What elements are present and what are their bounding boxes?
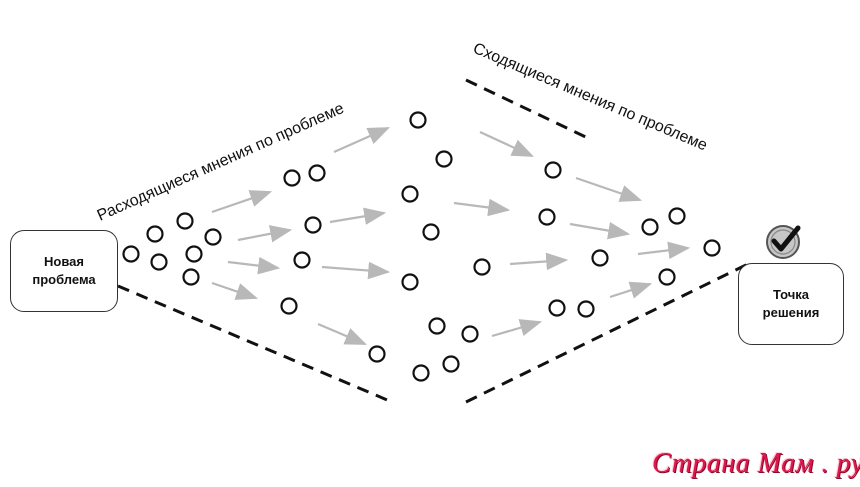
opinion-circle — [204, 228, 222, 246]
opinion-circle — [428, 317, 446, 335]
arrow — [211, 190, 273, 214]
opinion-circle — [150, 253, 168, 271]
opinion-circle — [409, 111, 427, 129]
opinion-circle — [185, 245, 203, 263]
opinion-circle — [422, 223, 440, 241]
site-watermark: Страна Мам . ру — [652, 448, 860, 479]
opinion-circle — [435, 150, 453, 168]
opinion-circle — [538, 208, 556, 226]
arrow — [609, 281, 653, 299]
arrow — [479, 131, 534, 157]
dashed-line-lower-left — [117, 284, 393, 404]
opinion-circle — [442, 355, 460, 373]
arrow — [333, 126, 391, 154]
dashed-boundary — [117, 78, 753, 404]
arrows — [211, 126, 691, 346]
new-problem-line2: проблема — [32, 272, 96, 287]
dashed-line-lower-right — [465, 260, 753, 404]
new-problem-line1: Новая — [44, 254, 84, 269]
arrow — [569, 221, 631, 240]
dashed-line-upper-right — [465, 78, 593, 142]
opinion-circle — [146, 225, 164, 243]
arrow — [329, 207, 387, 225]
opinion-circle — [182, 268, 200, 286]
convergent-label: Сходящиеся мнения по проблеме — [470, 40, 709, 154]
opinion-circle — [641, 218, 659, 236]
arrow — [211, 281, 259, 300]
opinion-circle — [122, 245, 140, 263]
arrow — [491, 319, 543, 338]
opinion-circles — [122, 111, 721, 382]
opinion-circle — [304, 216, 322, 234]
decision-point-line2: решения — [762, 305, 820, 320]
opinion-circle — [283, 169, 301, 187]
opinion-circle — [368, 345, 386, 363]
arrow — [453, 198, 511, 217]
opinion-circle — [473, 258, 491, 276]
arrow — [637, 241, 691, 260]
decision-point-box: Точка решения — [738, 263, 844, 345]
arrow — [321, 261, 391, 280]
opinion-circle — [577, 300, 595, 318]
arrow — [509, 252, 569, 271]
decision-point-line1: Точка — [772, 287, 810, 302]
opinion-circle — [176, 212, 194, 230]
opinion-circle — [544, 161, 562, 179]
divergent-label: Расходящиеся мнения по проблеме — [95, 100, 347, 225]
opinion-circle — [401, 273, 419, 291]
arrow — [227, 256, 281, 275]
opinion-circle — [280, 297, 298, 315]
opinion-circle — [401, 185, 419, 203]
opinion-circle — [668, 207, 686, 225]
opinion-circle — [591, 249, 609, 267]
opinion-circle — [461, 325, 479, 343]
new-problem-box: Новая проблема — [10, 230, 118, 312]
opinion-circle — [703, 239, 721, 257]
arrow — [575, 176, 643, 202]
opinion-circle — [293, 251, 311, 269]
arrow — [237, 225, 293, 243]
arrow — [317, 322, 368, 346]
opinion-circle — [412, 364, 430, 382]
opinion-circle — [308, 164, 326, 182]
check-mark-icon — [765, 222, 803, 260]
opinion-circle — [548, 299, 566, 317]
opinion-circle — [658, 268, 676, 286]
